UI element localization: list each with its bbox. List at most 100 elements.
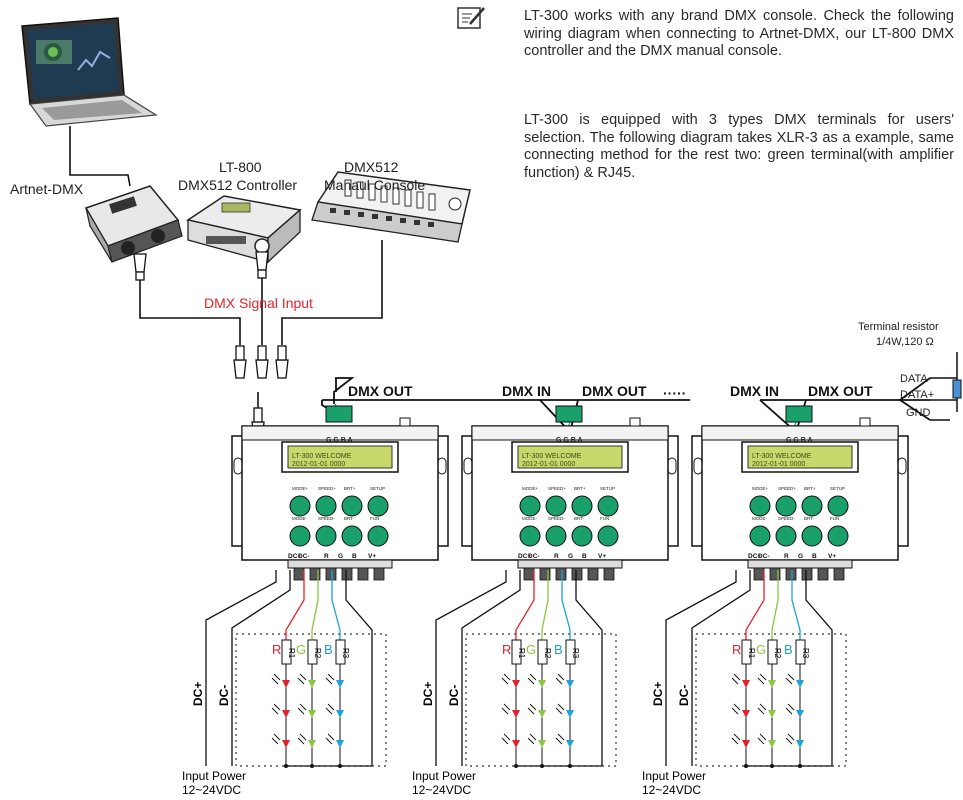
note-text-2: LT-300 is equipped with 3 types DMX term…	[524, 112, 954, 181]
output-pin-label: B	[582, 553, 587, 560]
output-pin-label: B	[812, 553, 817, 560]
terminal-resistor-title: Terminal resistor	[858, 321, 939, 333]
button-label: SPEED-	[318, 516, 335, 521]
artnet-dmx-icon	[84, 185, 183, 263]
dc-plus-label: DC+	[191, 682, 205, 706]
data-plus-label: DATA+	[900, 389, 934, 401]
button-label: BRT-	[574, 516, 585, 521]
bus-labels: DMX OUT DMX IN DMX OUT DMX IN DMX OUT ··…	[348, 383, 873, 401]
lt800-sub-label: DMX512 Controller	[178, 177, 297, 193]
resistor-label: R2	[313, 648, 322, 659]
source-labels: Artnet-DMX LT-800 DMX512 Controller DMX5…	[10, 159, 425, 311]
button-label: MODE+	[522, 486, 539, 491]
led-color-label: B	[554, 642, 563, 657]
lcd-line2-2: 2012-01-01 0000	[522, 461, 575, 468]
lcd-line1-2: LT-300 WELCOME	[522, 453, 582, 460]
dc-plus-label: DC+	[421, 682, 435, 706]
dmx-out-label-2: DMX OUT	[582, 383, 647, 399]
button-label: BRT+	[804, 486, 816, 491]
data-minus-label: DATA-	[900, 373, 932, 385]
terminal-pin-labels: G G B A G G B A G G B A	[326, 437, 813, 444]
button-label: BRT-	[344, 516, 355, 521]
button-label: FUN	[600, 516, 609, 521]
button-label: SPEED+	[778, 486, 796, 491]
led-color-label: R	[502, 642, 511, 657]
terminal-resistor-icon	[930, 352, 962, 421]
button-label: SETUP	[370, 486, 385, 491]
resistor-label: R1	[287, 648, 296, 659]
lt800-controller-icon	[186, 195, 302, 264]
input-power-label: Input Power	[412, 769, 476, 783]
button-label: BRT+	[574, 486, 586, 491]
note-paragraph-2: LT-300 is equipped with 3 types DMX term…	[524, 112, 954, 182]
note-icon	[457, 7, 485, 29]
resistor-label: R2	[773, 648, 782, 659]
led-color-label: R	[732, 642, 741, 657]
button-label: BRT-	[804, 516, 815, 521]
button-label: SPEED-	[548, 516, 565, 521]
output-pin-label: DC-	[298, 553, 310, 560]
button-label: MODE-	[522, 516, 538, 521]
resistor-label: R1	[747, 648, 756, 659]
led-color-label: G	[526, 642, 536, 657]
dc-minus-label: DC-	[217, 685, 231, 706]
led-section-3	[665, 569, 847, 769]
dc-minus-label: DC-	[447, 685, 461, 706]
dmx-out-label-1: DMX OUT	[348, 383, 413, 399]
terminal-pins-2: G G B A	[556, 437, 583, 444]
led-color-label: B	[324, 642, 333, 657]
laptop-icon	[21, 17, 158, 127]
button-labels: MODE+ MODE- SPEED+ SPEED- BRT+ BRT- SETUP FUN MO…	[292, 486, 845, 521]
output-pin-label: DC+	[288, 553, 301, 560]
output-pin-label: G	[568, 553, 573, 560]
dc-minus-label: DC-	[677, 685, 691, 706]
lcd-line2-1: 2012-01-01 0000	[292, 461, 345, 468]
artnet-label: Artnet-DMX	[10, 181, 84, 197]
led-color-label: G	[296, 642, 306, 657]
gnd-label: GND	[906, 407, 931, 419]
manual-console-icon	[311, 171, 471, 243]
button-label: MODE-	[752, 516, 768, 521]
dc-plus-label: DC+	[651, 682, 665, 706]
led-section-2	[435, 569, 617, 769]
console-label: DMX512	[344, 159, 399, 175]
input-voltage-label: 12~24VDC	[412, 783, 471, 797]
dmx-in-label-3: DMX IN	[730, 383, 779, 399]
led-section-1	[205, 569, 387, 769]
lcd-line2-3: 2012-01-01 0000	[752, 461, 805, 468]
output-pin-label: G	[338, 553, 343, 560]
terminal-pins-1: G G B A	[326, 437, 353, 444]
output-pin-label: R	[324, 553, 329, 560]
resistor-label: R3	[341, 648, 350, 659]
led-color-label: B	[784, 642, 793, 657]
output-pin-label: R	[554, 553, 559, 560]
led-color-label: R	[272, 642, 281, 657]
resistor-label: R3	[801, 648, 810, 659]
output-pin-label: DC+	[518, 553, 531, 560]
output-pin-label: V+	[598, 553, 606, 560]
button-label: BRT+	[344, 486, 356, 491]
resistor-label: R3	[571, 648, 580, 659]
source-cables	[69, 126, 383, 408]
note-text-1: LT-300 works with any brand DMX console.…	[524, 8, 954, 59]
note-paragraph-1: LT-300 works with any brand DMX console.…	[524, 8, 954, 61]
button-label: MODE+	[292, 486, 309, 491]
output-pin-label: DC+	[748, 553, 761, 560]
input-power-label: Input Power	[182, 769, 246, 783]
output-pin-label: B	[352, 553, 357, 560]
output-pin-label: V+	[828, 553, 836, 560]
terminal-resistor-spec: 1/4W,120 Ω	[876, 336, 934, 348]
resistor-label: R2	[543, 648, 552, 659]
button-label: MODE-	[292, 516, 308, 521]
lcd-line1-3: LT-300 WELCOME	[752, 453, 812, 460]
input-power-label: Input Power	[642, 769, 706, 783]
resistor-label: R1	[517, 648, 526, 659]
button-label: MODE+	[752, 486, 769, 491]
lt800-label: LT-800	[219, 159, 262, 175]
dmx-in-label-2: DMX IN	[502, 383, 551, 399]
xlr-plugs	[133, 251, 289, 441]
led-color-label: G	[756, 642, 766, 657]
signal-input-label: DMX Signal Input	[204, 295, 313, 311]
